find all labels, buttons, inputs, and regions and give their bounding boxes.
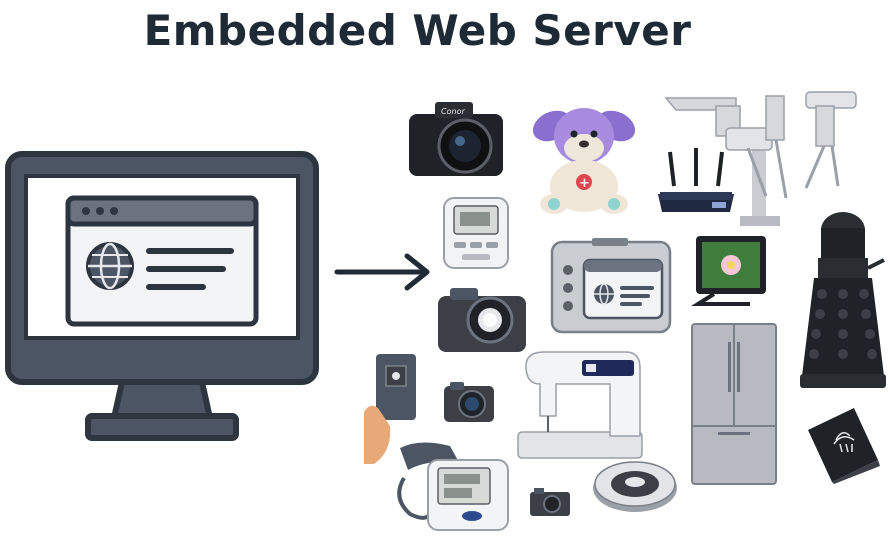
computer-monitor-icon bbox=[5, 151, 319, 441]
dslr-camera-icon: Conor bbox=[409, 102, 503, 176]
compact-camera-icon bbox=[438, 288, 526, 352]
refrigerator-icon bbox=[691, 323, 777, 485]
globe-icon bbox=[86, 242, 134, 290]
point-shoot-camera-icon bbox=[444, 382, 494, 422]
plush-badge-label: + bbox=[579, 176, 590, 191]
router-icon bbox=[658, 148, 734, 212]
handheld-remote-icon bbox=[364, 354, 416, 464]
browser-window-icon bbox=[65, 195, 259, 327]
smart-display-icon bbox=[808, 408, 880, 484]
blood-pressure-monitor-icon bbox=[397, 442, 509, 531]
diagram-title: Embedded Web Server bbox=[143, 6, 692, 55]
embedded-device-icon bbox=[550, 238, 672, 334]
dalek-icon bbox=[800, 212, 886, 388]
surgical-robot-icon bbox=[664, 91, 857, 226]
arrow-right-icon bbox=[334, 253, 430, 291]
mini-camera-icon bbox=[530, 488, 570, 516]
plush-toy-icon: + bbox=[532, 108, 636, 214]
digital-photo-frame-icon bbox=[691, 236, 766, 306]
digital-timer-icon bbox=[443, 197, 509, 269]
sewing-machine-icon bbox=[517, 351, 643, 459]
robot-vacuum-icon bbox=[593, 461, 677, 512]
camera-brand-label: Conor bbox=[441, 107, 465, 116]
